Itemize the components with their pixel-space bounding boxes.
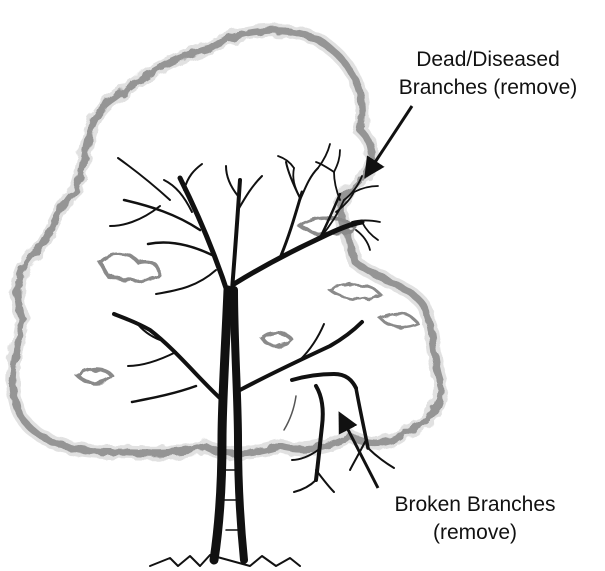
broken-label-line2: (remove)	[356, 519, 594, 547]
broken-branches-label: Broken Branches (remove)	[356, 491, 594, 547]
broken-label-line1: Broken Branches	[356, 491, 594, 519]
dead-diseased-branches-label: Dead/Diseased Branches (remove)	[372, 46, 604, 102]
dead-diseased-label-line2: Branches (remove)	[372, 74, 604, 102]
ground-grass	[150, 555, 300, 566]
dead-diseased-label-line1: Dead/Diseased	[372, 46, 604, 74]
